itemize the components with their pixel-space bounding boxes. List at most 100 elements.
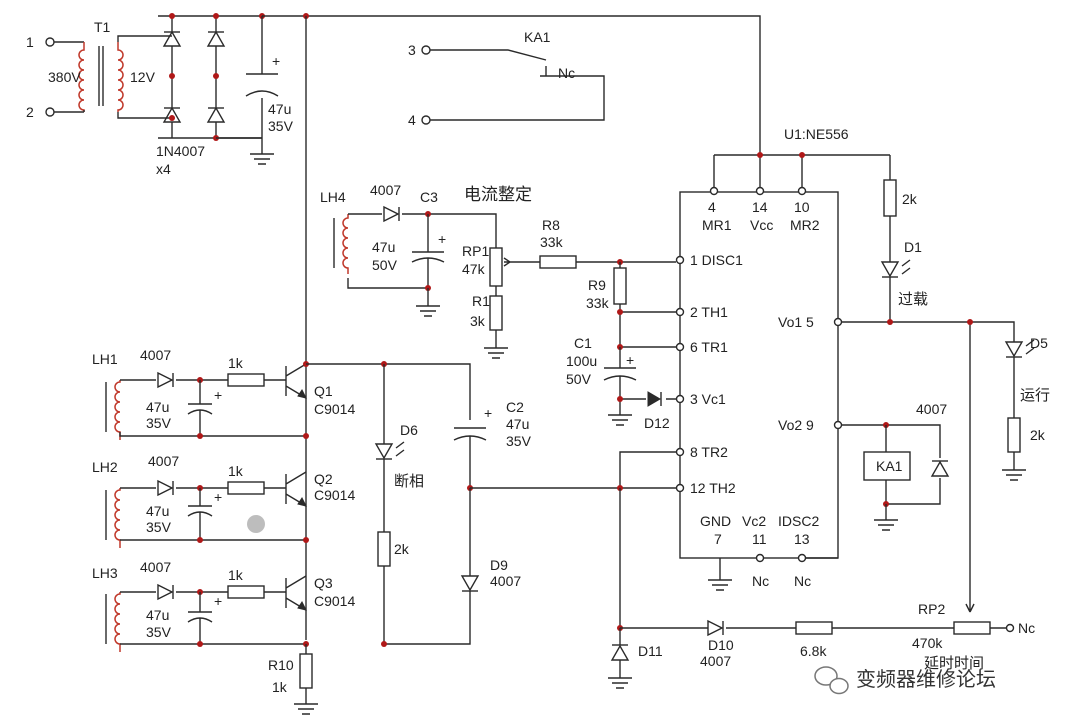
terminal-4-label: 4 — [408, 112, 416, 128]
q3-part: C9014 — [314, 593, 355, 609]
pin-11-nc: Nc — [752, 573, 769, 589]
delay-label: 延时时间 — [924, 654, 984, 672]
q1-name: Q1 — [314, 383, 333, 399]
lh2-cap-plus: + — [214, 489, 222, 505]
d9-part: 4007 — [490, 573, 521, 589]
d9-name: D9 — [490, 557, 508, 573]
t1-secondary-label: 12V — [130, 69, 156, 85]
rp2-nc: Nc — [1018, 620, 1035, 636]
r1-value: 3k — [470, 313, 486, 329]
output-section — [806, 155, 1035, 559]
d10-name: D10 — [708, 637, 734, 653]
ic-name: U1:NE556 — [784, 126, 849, 142]
d11-label: D11 — [638, 643, 663, 659]
pin-4-num: 4 — [708, 199, 716, 215]
lh3-label: LH3 — [92, 565, 118, 581]
pin-tr1: 6 TR1 — [690, 339, 728, 355]
r-top-value: 2k — [902, 191, 918, 207]
channel-lh3 — [105, 575, 307, 652]
c3-value: 47u — [372, 239, 395, 255]
d6-name: D6 — [400, 422, 418, 438]
lh4-label: LH4 — [320, 189, 346, 205]
c1-name: C1 — [574, 335, 592, 351]
lh2-cap: 47u — [146, 503, 169, 519]
r8-name: R8 — [542, 217, 560, 233]
terminal-4 — [421, 115, 431, 125]
r10-name: R10 — [268, 657, 294, 673]
lh2-label: LH2 — [92, 459, 118, 475]
d1-name: D1 — [904, 239, 922, 255]
pin-7-num: 7 — [714, 531, 722, 547]
lh2-diode: 4007 — [148, 453, 179, 469]
r8-resistor — [539, 255, 676, 269]
t1-primary-label: 380V — [48, 69, 81, 85]
c1-value: 100u — [566, 353, 597, 369]
r-d5-value: 2k — [1030, 427, 1046, 443]
c2-name: C2 — [506, 399, 524, 415]
terminal-2-label: 2 — [26, 104, 34, 120]
pin-vcc: Vcc — [750, 217, 773, 233]
d10-part: 4007 — [700, 653, 731, 669]
r9-value: 33k — [586, 295, 610, 311]
lh3-volt: 35V — [146, 624, 172, 640]
phase-loss-section — [294, 361, 676, 715]
c3-label: C3 — [420, 189, 438, 205]
pin-14-num: 14 — [752, 199, 768, 215]
pin-th2: 12 TH2 — [690, 480, 736, 496]
terminal-3-label: 3 — [408, 42, 416, 58]
lh3-res: 1k — [228, 567, 244, 583]
q3-name: Q3 — [314, 575, 333, 591]
pin-tr2: 8 TR2 — [690, 444, 728, 460]
current-set-label: 电流整定 — [464, 185, 532, 205]
pin-vc1: 3 Vc1 — [690, 391, 726, 407]
cap-supply-plus: + — [272, 53, 280, 69]
relay-contact-state: Nc — [558, 65, 575, 81]
lh1-diode: 4007 — [140, 347, 171, 363]
lh3-diode: 4007 — [140, 559, 171, 575]
rp1-name: RP1 — [462, 243, 489, 259]
terminal-2 — [45, 107, 55, 117]
lh1-cap-plus: + — [214, 387, 222, 403]
bridge-qty-label: x4 — [156, 161, 171, 177]
r9-name: R9 — [588, 277, 606, 293]
relay-contact-ka1: 3 4 KA1 Nc — [408, 29, 605, 128]
transformer-t1 — [78, 42, 124, 112]
cap-supply-value: 47u — [268, 101, 291, 117]
r-d6-value: 2k — [394, 541, 410, 557]
ground-supply — [250, 138, 274, 165]
pin-10-num: 10 — [794, 199, 810, 215]
pin-gnd: GND — [700, 513, 731, 529]
d-ka1-part: 4007 — [916, 401, 947, 417]
c1-plus: + — [626, 352, 634, 368]
lh1-volt: 35V — [146, 415, 172, 431]
pin-disc1: 1 DISC1 — [690, 252, 743, 268]
t1-label: T1 — [94, 19, 111, 35]
bridge-rectifier — [158, 13, 265, 141]
lh3-cap-plus: + — [214, 593, 222, 609]
delay-section — [608, 322, 1015, 689]
pin-13-nc: Nc — [794, 573, 811, 589]
bridge-part-label: 1N4007 — [156, 143, 205, 159]
r1-name: R1 — [472, 293, 490, 309]
rp1-potentiometer — [484, 247, 540, 359]
lh4-diode-label: 4007 — [370, 182, 401, 198]
channel-lh2 — [105, 471, 307, 548]
lh1-res: 1k — [228, 355, 244, 371]
rp1-value: 47k — [462, 261, 486, 277]
c2-voltage: 35V — [506, 433, 532, 449]
d5-name: D5 — [1030, 335, 1048, 351]
lh1-label: LH1 — [92, 351, 118, 367]
channel-lh1 — [105, 363, 307, 440]
rp2-value: 470k — [912, 635, 943, 651]
r9-resistor — [613, 262, 676, 350]
r8-value: 33k — [540, 234, 564, 250]
terminal-3 — [421, 45, 431, 55]
pin-mr1: MR1 — [702, 217, 732, 233]
power-supply-section: 1 2 T1 380V 12V 1N4007 x — [26, 13, 761, 640]
pin-vc2: Vc2 — [742, 513, 766, 529]
cap-supply-voltage: 35V — [268, 118, 294, 134]
watermark-text: 变频器维修论坛 — [856, 667, 996, 691]
r10-value: 1k — [272, 679, 288, 695]
pin-mr2: MR2 — [790, 217, 820, 233]
